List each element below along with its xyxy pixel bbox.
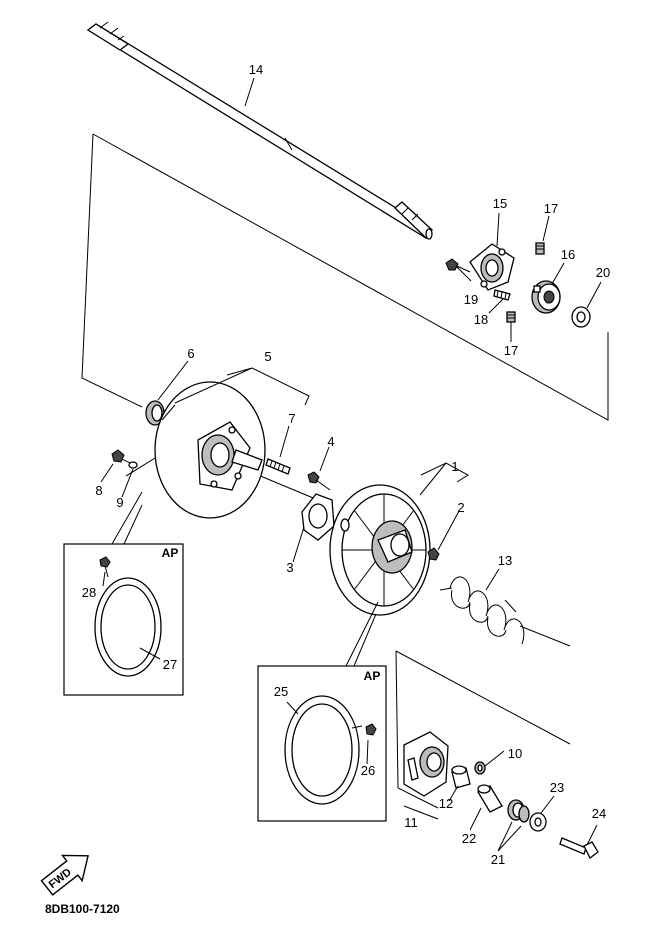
movable-sheave-part — [329, 484, 431, 616]
inset-box-right — [257, 601, 387, 822]
forward-arrow-icon: FWD — [40, 854, 89, 896]
callout-20: 20 — [596, 265, 610, 280]
callout-4: 4 — [327, 434, 334, 449]
bolt-2-part — [427, 547, 440, 561]
callout-22: 22 — [462, 831, 476, 846]
callout-1: 1 — [451, 459, 458, 474]
callout-8: 8 — [95, 483, 102, 498]
part-number: 8DB100-7120 — [45, 902, 120, 916]
bearing-16-part — [531, 280, 561, 314]
callout-16: 16 — [561, 247, 575, 262]
callout-5: 5 — [264, 349, 271, 364]
callout-15: 15 — [493, 196, 507, 211]
stud-bolt-7-part — [265, 458, 291, 475]
bolt-26-part — [351, 723, 377, 736]
callout-18: 18 — [474, 312, 488, 327]
callout-14: 14 — [249, 62, 263, 77]
washer-20-part — [571, 306, 591, 328]
bolt-8-part — [111, 449, 131, 464]
bolt-19-part — [445, 258, 471, 273]
bolt-28-part — [99, 556, 111, 578]
leader-lines — [100, 77, 602, 852]
set-screw-17-lower-part — [506, 311, 516, 323]
shaft-part — [86, 21, 433, 240]
set-screw-17-upper-part — [535, 242, 545, 255]
collar-22-part — [477, 784, 503, 813]
bearing-housing-part — [469, 243, 515, 291]
assembly-outline-lines — [81, 133, 609, 809]
callout-28: 28 — [82, 585, 96, 600]
callout-6: 6 — [187, 346, 194, 361]
callout-17-lower: 17 — [504, 343, 518, 358]
callout-9: 9 — [116, 495, 123, 510]
inset-right-tag: AP — [364, 669, 381, 683]
bolt-4-part — [307, 471, 331, 491]
callout-24: 24 — [592, 806, 606, 821]
callout-7: 7 — [288, 411, 295, 426]
fixed-sheave-part — [154, 381, 266, 519]
inset-box-left — [63, 491, 184, 696]
callout-21: 21 — [491, 852, 505, 867]
callout-2: 2 — [457, 500, 464, 515]
callout-13: 13 — [498, 553, 512, 568]
callout-3: 3 — [286, 560, 293, 575]
spring-13-part — [439, 576, 525, 645]
washer-9-part — [128, 461, 138, 469]
bolt-18-part — [493, 289, 511, 301]
callout-19: 19 — [464, 292, 478, 307]
callout-25: 25 — [274, 684, 288, 699]
callout-12: 12 — [439, 796, 453, 811]
callout-11: 11 — [404, 815, 418, 830]
bolt-24-part — [559, 837, 599, 859]
inset-left-tag: AP — [162, 546, 179, 560]
callout-23: 23 — [550, 780, 564, 795]
cam-11-part — [403, 731, 449, 797]
nut-10-part — [474, 761, 486, 775]
washers-21-part — [507, 799, 530, 823]
callout-10: 10 — [508, 746, 522, 761]
gasket-3-part — [301, 493, 335, 541]
callout-17-upper: 17 — [544, 201, 558, 216]
washer-23-part — [529, 812, 547, 832]
callout-27: 27 — [163, 657, 177, 672]
callout-26: 26 — [361, 763, 375, 778]
bushing-12-part — [451, 765, 471, 789]
